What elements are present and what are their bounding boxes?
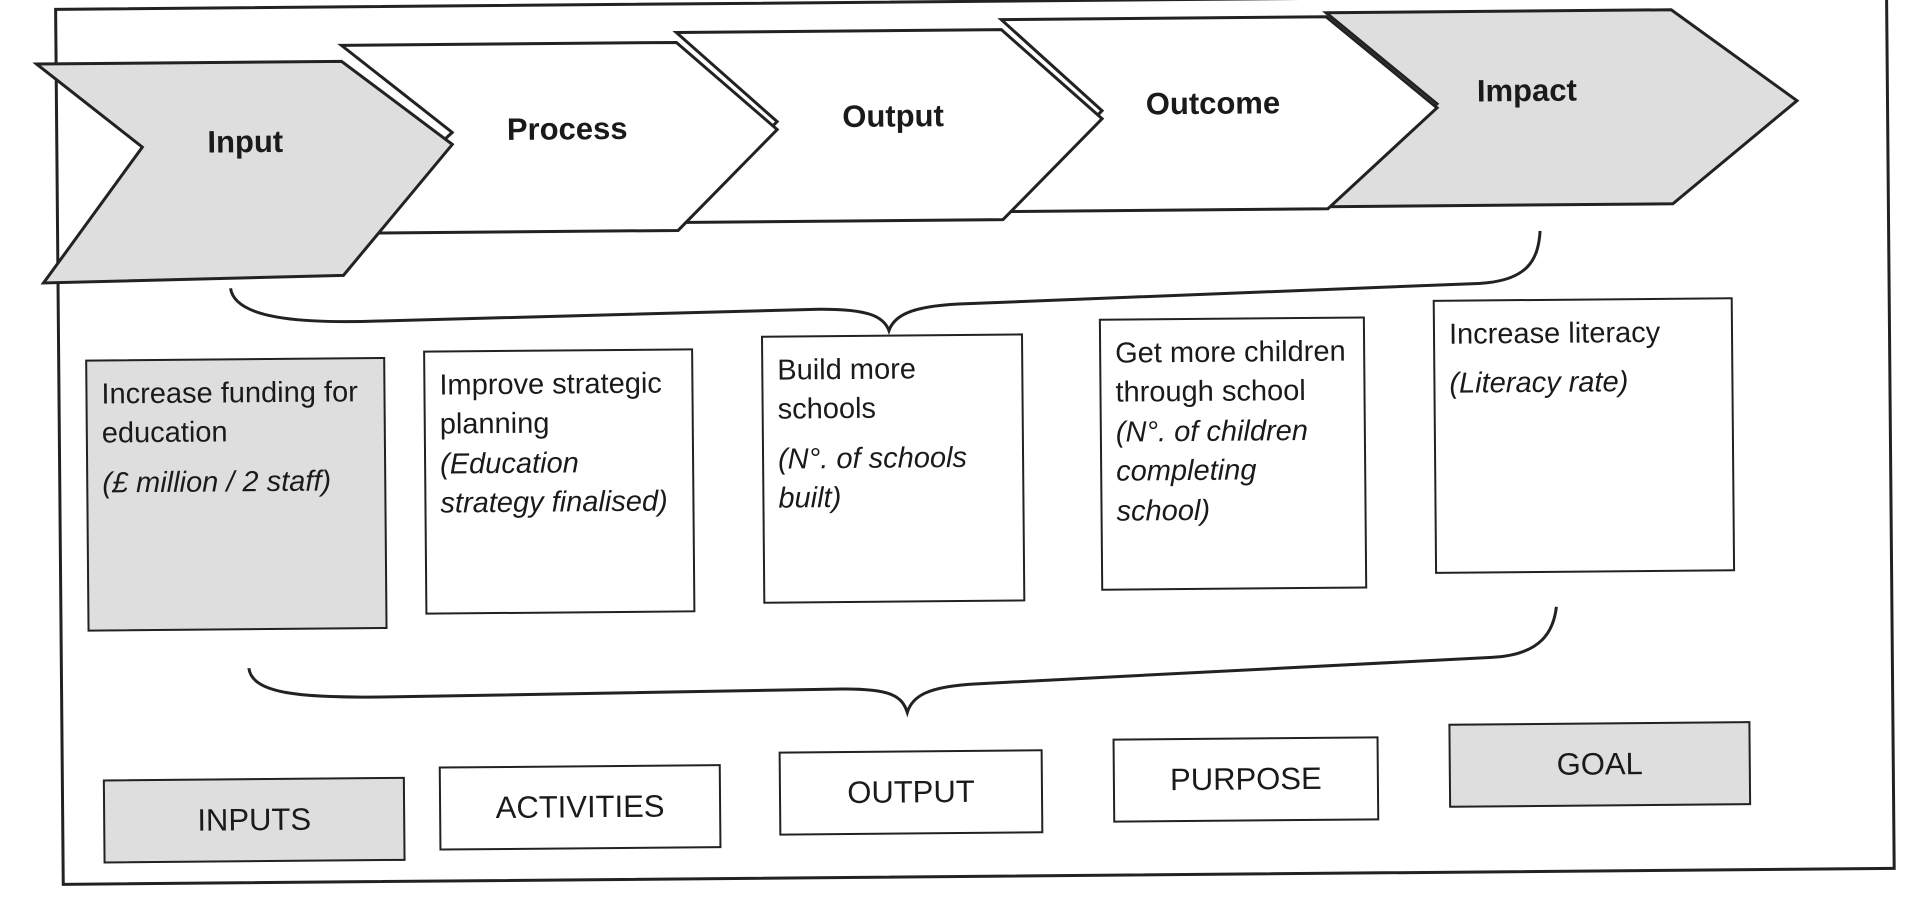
description-box-input: Increase funding for education (£ millio… [85, 357, 388, 632]
measure-text: (Literacy rate) [1449, 366, 1629, 401]
chevron-label-process: Process [506, 110, 628, 147]
measure-text: (N°. of schools built) [777, 441, 968, 515]
chevron-input [32, 59, 455, 285]
description-box-impact: Increase literacy (Literacy rate) [1432, 297, 1736, 574]
description-text: Improve strategic planning [439, 367, 662, 441]
category-box-inputs: INPUTS [102, 776, 406, 864]
description-box-output: Build more schools (N°. of schools built… [760, 333, 1026, 604]
chevron-impact [1322, 8, 1800, 209]
chevron-label-input: Input [207, 123, 284, 160]
chevron-process [337, 40, 780, 235]
category-box-activities: ACTIVITIES [438, 764, 722, 851]
description-text: Get more children through school [1115, 335, 1346, 410]
lower-brace [247, 606, 1558, 718]
chevron-label-outcome: Outcome [1145, 85, 1281, 122]
category-box-purpose: PURPOSE [1112, 736, 1380, 823]
measure-text: (£ million / 2 staff) [102, 465, 332, 500]
description-box-process: Improve strategic planning (Education st… [423, 348, 696, 615]
description-text: Build more schools [777, 353, 917, 427]
chevron-label-impact: Impact [1476, 72, 1577, 109]
description-box-outcome: Get more children through school (N°. of… [1098, 316, 1368, 591]
chevron-label-output: Output [842, 98, 945, 135]
description-text: Increase literacy [1448, 316, 1661, 351]
upper-brace [229, 230, 1542, 336]
description-text: Increase funding for education [101, 376, 358, 450]
chevron-outcome [997, 15, 1440, 214]
category-box-output: OUTPUT [778, 749, 1044, 836]
measure-text: (Education strategy finalised) [439, 447, 668, 520]
category-box-goal: GOAL [1448, 721, 1752, 808]
measure-text: (N°. of children completing school) [1115, 414, 1309, 528]
chevron-output [672, 28, 1105, 224]
